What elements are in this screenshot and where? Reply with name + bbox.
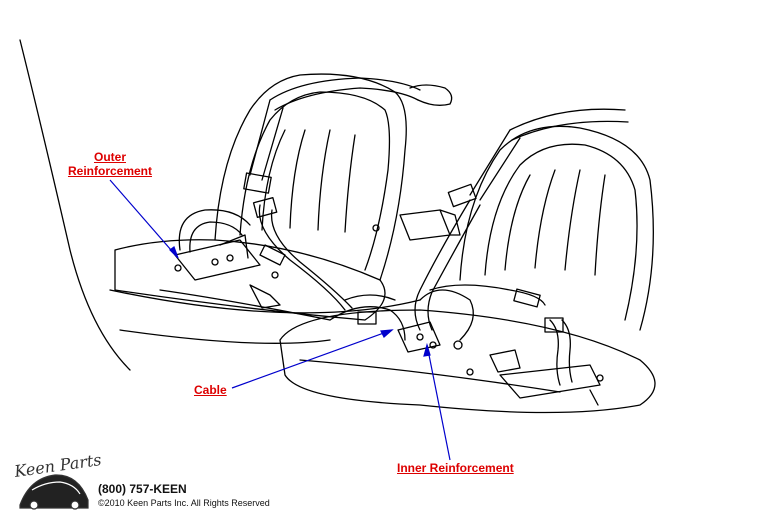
- right-seat-cushion: [279, 309, 656, 414]
- label-outer-reinforcement-line1: Outer: [93, 150, 126, 164]
- floor-edge: [109, 289, 421, 314]
- car-silhouette-icon: [19, 474, 89, 510]
- label-outer-reinforcement-line2: Reinforcement: [67, 164, 153, 178]
- cable-leader: [231, 329, 393, 389]
- label-outer-reinforcement[interactable]: Outer Reinforcement: [66, 150, 154, 178]
- left-lap-belt: [178, 209, 251, 251]
- copyright-text: ©2010 Keen Parts Inc. All Rights Reserve…: [98, 498, 270, 508]
- label-inner-reinforcement[interactable]: Inner Reinforcement: [397, 461, 514, 475]
- outer-reinforcement-leader: [109, 179, 179, 259]
- phone-number: (800) 757-KEEN: [98, 482, 187, 496]
- floor-outline: [19, 39, 131, 371]
- outer-reinforcement-plate: [174, 239, 261, 281]
- floor-edge-lower: [119, 329, 331, 344]
- left-seat-back: [214, 73, 407, 281]
- right-lap-belt: [429, 284, 546, 306]
- left-shoulder-belt: [269, 77, 421, 101]
- right-seat-back-inner: [484, 143, 638, 321]
- label-cable[interactable]: Cable: [194, 383, 227, 397]
- retractor-top: [409, 84, 453, 106]
- right-buckle-bracket: [499, 364, 601, 399]
- right-shoulder-belt: [509, 108, 626, 131]
- left-seat-cushion: [114, 239, 386, 321]
- left-seat-back-inner: [239, 91, 391, 271]
- inner-reinforcement-leader: [426, 344, 451, 461]
- floor-bracket: [399, 209, 451, 241]
- right-buckle: [549, 319, 561, 386]
- right-seat-back: [459, 125, 654, 331]
- inner-reinforcement-bracket: [397, 321, 441, 353]
